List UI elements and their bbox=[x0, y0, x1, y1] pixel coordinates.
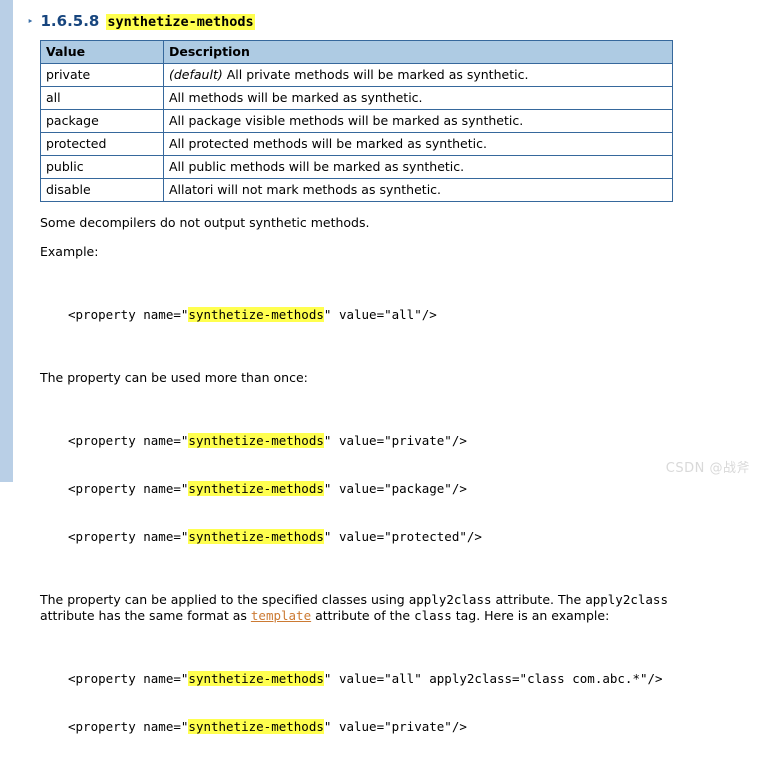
code-text: <property name=" bbox=[68, 719, 189, 734]
section-title-highlighted: synthetize-methods bbox=[106, 14, 255, 30]
code-line: <property name="synthetize-methods" valu… bbox=[68, 529, 745, 545]
code-text: <property name=" bbox=[68, 671, 189, 686]
code-text: " value="private"/> bbox=[323, 433, 467, 448]
code-text: " value="all"/> bbox=[323, 307, 437, 322]
values-table: Value Description private (default) All … bbox=[40, 40, 673, 202]
code-text: " value="package"/> bbox=[323, 481, 467, 496]
code-text: " value="protected"/> bbox=[323, 529, 482, 544]
inline-code: apply2class bbox=[408, 592, 492, 607]
paragraph-text: attribute of the bbox=[311, 608, 415, 623]
default-marker: (default) bbox=[169, 67, 223, 82]
code-line: <property name="synthetize-methods" valu… bbox=[68, 671, 745, 687]
col-header-description: Description bbox=[163, 40, 673, 64]
code-text: <property name=" bbox=[68, 481, 189, 496]
cell-description: All public methods will be marked as syn… bbox=[163, 155, 673, 179]
section-heading: ‣ 1.6.5.8 synthetize-methods bbox=[27, 12, 745, 30]
table-row: all All methods will be marked as synthe… bbox=[40, 86, 673, 110]
highlighted-term: synthetize-methods bbox=[188, 481, 324, 496]
cell-description: All methods will be marked as synthetic. bbox=[163, 86, 673, 110]
paragraph-text: The property can be applied to the speci… bbox=[40, 592, 409, 607]
code-text: " value="private"/> bbox=[323, 719, 467, 734]
template-link[interactable]: template bbox=[250, 608, 312, 623]
cell-description: Allatori will not mark methods as synthe… bbox=[163, 178, 673, 202]
col-header-value: Value bbox=[40, 40, 164, 64]
highlighted-term: synthetize-methods bbox=[188, 433, 324, 448]
code-line: <property name="synthetize-methods" valu… bbox=[68, 307, 745, 323]
code-example-2: <property name="synthetize-methods" valu… bbox=[68, 401, 745, 577]
table-row: package All package visible methods will… bbox=[40, 109, 673, 133]
table-header-row: Value Description bbox=[40, 40, 673, 64]
cell-value: private bbox=[40, 63, 164, 87]
cell-value: public bbox=[40, 155, 164, 179]
inline-code: apply2class bbox=[585, 592, 668, 607]
code-line: <property name="synthetize-methods" valu… bbox=[68, 719, 745, 735]
code-example-3: <property name="synthetize-methods" valu… bbox=[68, 639, 745, 767]
table-row: public All public methods will be marked… bbox=[40, 155, 673, 179]
more-than-once-paragraph: The property can be used more than once: bbox=[40, 370, 308, 385]
table-row: protected All protected methods will be … bbox=[40, 132, 673, 156]
code-text: <property name=" bbox=[68, 433, 189, 448]
cell-value: package bbox=[40, 109, 164, 133]
cell-description: All protected methods will be marked as … bbox=[163, 132, 673, 156]
highlighted-term: synthetize-methods bbox=[188, 719, 324, 734]
table-row: private (default) All private methods wi… bbox=[40, 63, 673, 87]
highlighted-term: synthetize-methods bbox=[188, 529, 324, 544]
description-text: All private methods will be marked as sy… bbox=[222, 67, 529, 82]
highlighted-term: synthetize-methods bbox=[188, 671, 324, 686]
section-number: 1.6.5.8 bbox=[40, 12, 100, 30]
section-bullet-arrow-icon: ‣ bbox=[27, 15, 34, 28]
code-text: " value="all" apply2class="class com.abc… bbox=[323, 671, 663, 686]
cell-description: All package visible methods will be mark… bbox=[163, 109, 673, 133]
example-label: Example: bbox=[40, 244, 99, 259]
code-line: <property name="synthetize-methods" valu… bbox=[68, 481, 745, 497]
highlighted-term: synthetize-methods bbox=[188, 307, 324, 322]
code-example-1: <property name="synthetize-methods" valu… bbox=[68, 275, 745, 355]
cell-value: all bbox=[40, 86, 164, 110]
page-left-margin-strip bbox=[0, 0, 13, 482]
cell-value: disable bbox=[40, 178, 164, 202]
cell-value: protected bbox=[40, 132, 164, 156]
csdn-watermark: CSDN @战斧 bbox=[665, 461, 750, 476]
document-content: ‣ 1.6.5.8 synthetize-methods Value Descr… bbox=[27, 0, 745, 782]
table-row: disable Allatori will not mark methods a… bbox=[40, 178, 673, 202]
paragraph-text: attribute. The bbox=[491, 592, 586, 607]
note-paragraph: Some decompilers do not output synthetic… bbox=[40, 215, 370, 230]
cell-description: (default) All private methods will be ma… bbox=[163, 63, 673, 87]
inline-code: class bbox=[414, 608, 452, 623]
code-text: <property name=" bbox=[68, 529, 189, 544]
paragraph-text: attribute has the same format as bbox=[40, 608, 251, 623]
code-text: <property name=" bbox=[68, 307, 189, 322]
paragraph-text: tag. Here is an example: bbox=[451, 608, 610, 623]
apply2class-paragraph: The property can be applied to the speci… bbox=[40, 592, 700, 624]
code-line: <property name="synthetize-methods" valu… bbox=[68, 433, 745, 449]
